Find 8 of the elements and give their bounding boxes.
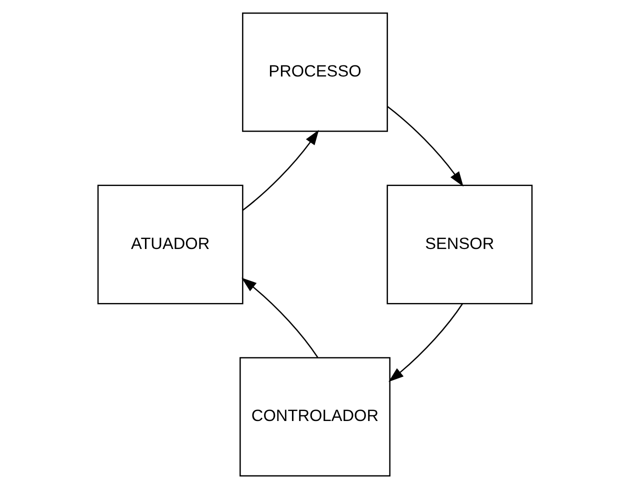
- node-box: SENSOR: [386, 184, 533, 304]
- arrow: [387, 106, 464, 187]
- node-box: ATUADOR: [97, 184, 244, 304]
- node-box: PROCESSO: [242, 12, 388, 132]
- arrow: [242, 278, 318, 358]
- node-box: CONTROLADOR: [240, 357, 390, 477]
- arrow: [242, 130, 319, 211]
- arrow: [388, 303, 463, 382]
